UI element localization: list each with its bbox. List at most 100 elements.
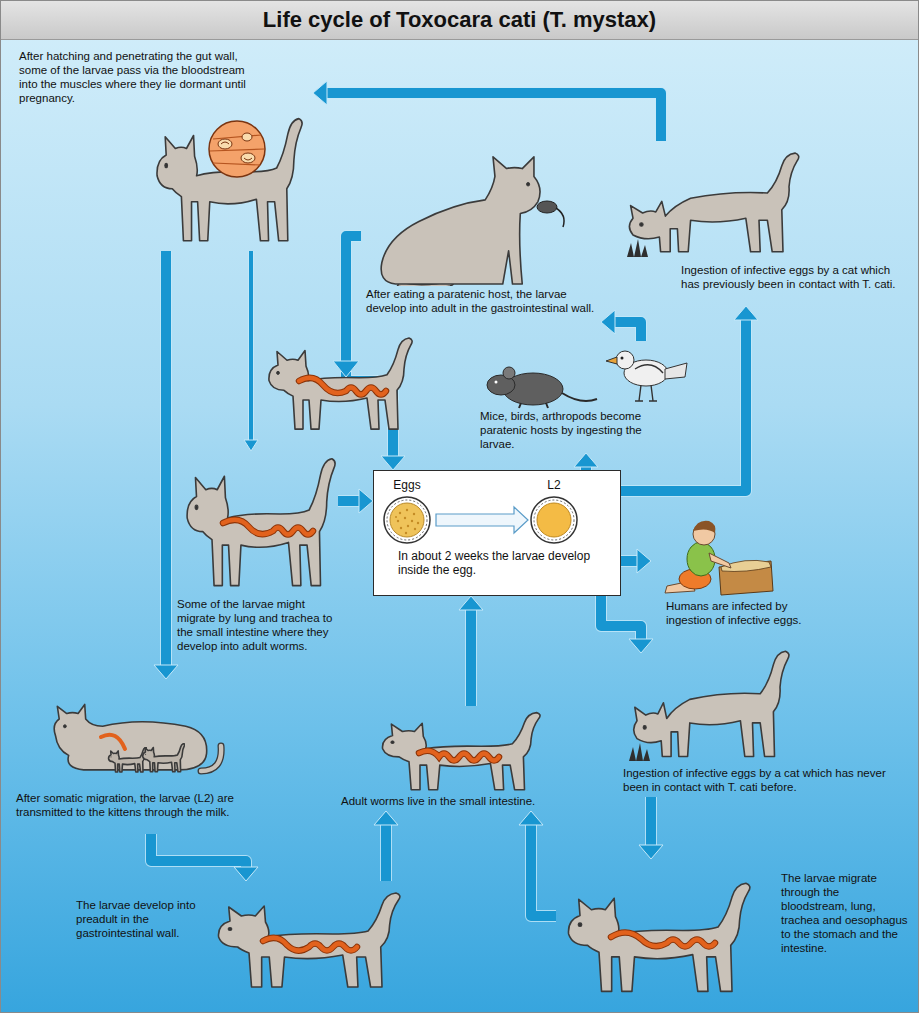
milk-transmission [101, 735, 125, 749]
arrow-head [234, 867, 258, 881]
arrow-edge [465, 608, 477, 706]
cat-figure [157, 119, 302, 241]
arrow-shaft [601, 596, 641, 641]
stage-panel: The larvae develop into preadult in the … [71, 881, 406, 991]
egg-speckles [411, 520, 413, 522]
human-child [665, 521, 773, 595]
arrow-head [629, 639, 653, 653]
arrow-shaft [466, 608, 476, 706]
preadult-worms [263, 938, 357, 951]
larva-cyst [241, 153, 255, 163]
adult-worms [419, 751, 499, 761]
gut-outline [419, 751, 499, 761]
egg-shell-ring [387, 500, 427, 540]
flow-arrow [601, 596, 653, 653]
flow-arrow [244, 251, 258, 451]
egg-development-box: EggsL2In about 2 weeks the larvae develo… [373, 470, 621, 596]
bird-head [616, 351, 634, 369]
muscle-fibres [210, 135, 264, 165]
egg-content [390, 503, 424, 537]
stage-caption: Ingestion of infective eggs by a cat whi… [623, 766, 909, 794]
kitten [143, 744, 185, 772]
cat-tracheal-migration [187, 459, 335, 586]
arrow-shaft [161, 251, 171, 667]
arrow-edge [325, 93, 661, 141]
cat-figure [568, 883, 749, 991]
egg-speckles [417, 522, 419, 524]
paratenic-hosts [487, 351, 687, 408]
stage-caption: The larvae migrate through the bloodstre… [781, 871, 908, 955]
arrow-edge [160, 251, 172, 667]
egg-speckles [399, 512, 401, 514]
egg-stage-label: L2 [532, 478, 576, 492]
stage-panel: After hatching and penetrating the gut w… [13, 45, 313, 251]
stage-caption: Adult worms live in the small intestine. [341, 794, 611, 808]
development-arrow [436, 507, 528, 533]
stage-panel: Humans are infected by ingestion of infe… [651, 521, 811, 641]
egg-stage-label: Eggs [385, 478, 429, 492]
diagram-title: Life cycle of Toxocara cati (T. mystax) [1, 1, 918, 39]
arrow-head [459, 596, 483, 610]
stage-caption: The larvae develop into preadult in the … [76, 898, 216, 940]
cat-kitten-preadult [218, 893, 399, 987]
gut-outline [611, 932, 715, 946]
flow-arrow [338, 489, 373, 513]
cat-figure [269, 338, 412, 429]
gut-outline [263, 938, 357, 951]
arrow-shaft [325, 93, 661, 141]
arrow-head [639, 845, 663, 859]
egg-speckles [397, 520, 399, 522]
gut-with-worms [299, 378, 386, 395]
migration-route [223, 520, 313, 535]
egg-speckles [405, 532, 407, 534]
larva-cyst [218, 139, 232, 149]
grass-tuft [627, 239, 648, 257]
egg-speckles [400, 527, 402, 529]
arrow-edge [621, 555, 639, 567]
cat-paratenic-meal [381, 157, 564, 289]
stage-caption: After hatching and penetrating the gut w… [19, 49, 253, 105]
cat-figure [187, 459, 335, 586]
cat-figure [383, 713, 541, 790]
flow-arrow [519, 811, 556, 916]
arrow-shaft [646, 797, 656, 847]
bird-tail [665, 363, 687, 379]
muscle-inset [209, 121, 265, 177]
egg-speckles [404, 517, 406, 519]
cat-larval-migration [568, 883, 749, 991]
arrow-shaft [338, 496, 361, 506]
cat-figure [634, 651, 789, 756]
flow-arrow [313, 81, 661, 141]
egg-speckles [413, 513, 415, 515]
grass-tuft [629, 743, 650, 761]
stage-panel: After somatic migration, the larvae (L2)… [11, 679, 243, 834]
egg-speckles [395, 516, 397, 518]
mouse-eye [495, 381, 498, 384]
arrow-shaft [381, 823, 391, 881]
cat-figure [381, 157, 540, 289]
flow-arrow [154, 251, 178, 679]
arrow-edge [645, 797, 657, 847]
larvated-egg [537, 503, 571, 537]
cat-never-infected [629, 651, 789, 761]
arrow-edge [151, 834, 246, 869]
flow-arrow [151, 834, 258, 881]
gut-outline [223, 520, 313, 535]
child-hair [693, 521, 715, 533]
arrow-head [244, 440, 258, 451]
flow-arrow [621, 549, 651, 573]
cat-gut-stage [269, 338, 412, 429]
arrow-shaft [621, 556, 639, 566]
arrow-head [333, 361, 359, 377]
arrow-head [374, 811, 398, 825]
arrow-shaft [621, 318, 746, 491]
stage-caption: Mice, birds, arthropods become paratenic… [480, 409, 672, 451]
arrow-edge [531, 823, 556, 916]
flow-arrow [621, 306, 758, 491]
stage-panel: After eating a paratenic host, the larva… [361, 141, 601, 331]
arrow-head [574, 453, 598, 467]
bird-eye [621, 357, 624, 360]
stage-caption: Some of the larvae might migrate by lung… [177, 597, 335, 653]
stage-panel: Some of the larvae might migrate by lung… [173, 451, 338, 656]
mouse-tail [519, 393, 597, 408]
